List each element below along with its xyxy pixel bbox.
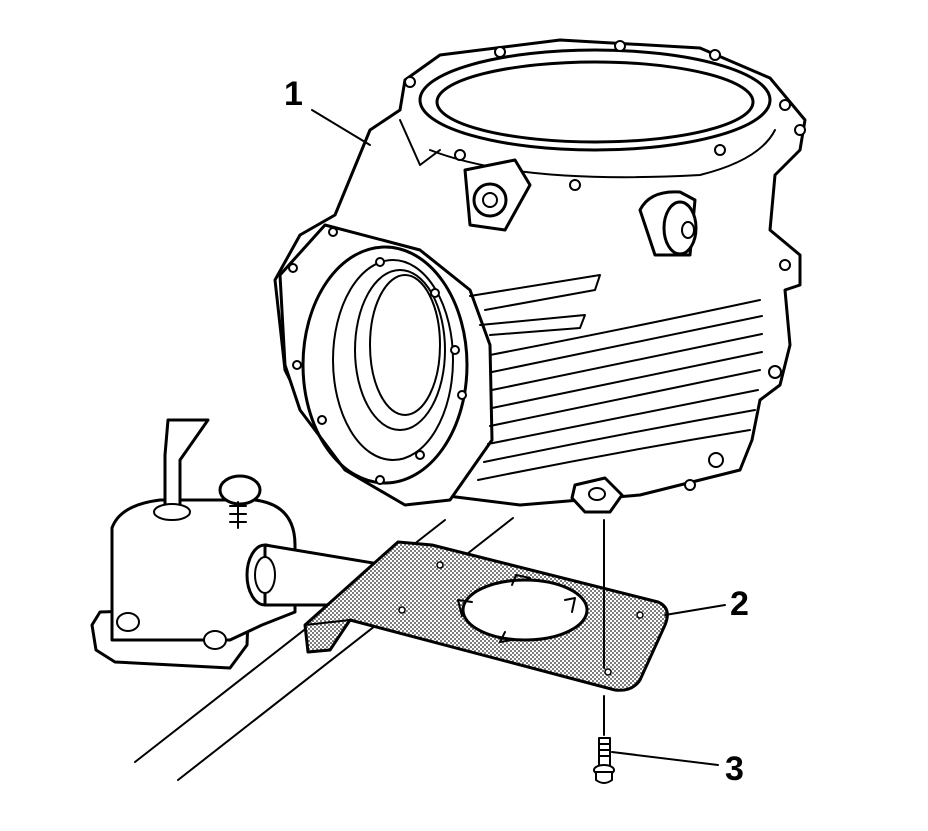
- leader-line-2: [664, 604, 726, 616]
- callout-3: 3: [725, 750, 744, 788]
- leader-lines: [311, 109, 726, 766]
- adapter-plate: [303, 540, 669, 692]
- leader-line-1: [311, 109, 371, 146]
- callout-1: 1: [284, 75, 303, 113]
- leader-line-3: [611, 751, 719, 766]
- bolt: [593, 737, 615, 784]
- callout-2: 2: [730, 585, 749, 623]
- transmission-case: [273, 38, 807, 514]
